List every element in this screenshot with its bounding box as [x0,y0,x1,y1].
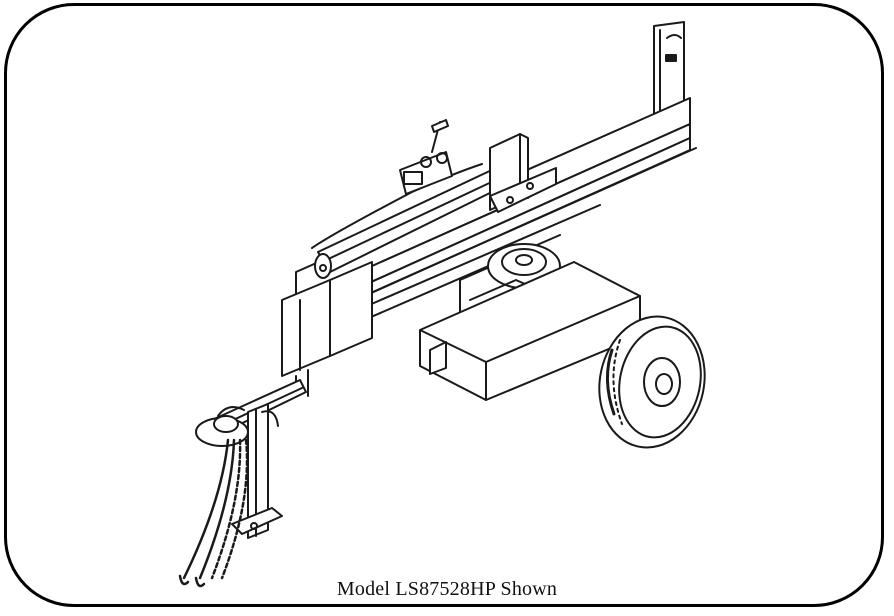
safety-chains [178,438,249,588]
jack-stand [231,403,283,539]
figure-caption: Model LS87528HP Shown [336,578,558,600]
beam-support [281,261,373,397]
beam [294,97,697,351]
control-valve [399,119,453,195]
push-block [489,133,557,213]
wheel [598,315,706,449]
figure-frame [4,3,884,607]
